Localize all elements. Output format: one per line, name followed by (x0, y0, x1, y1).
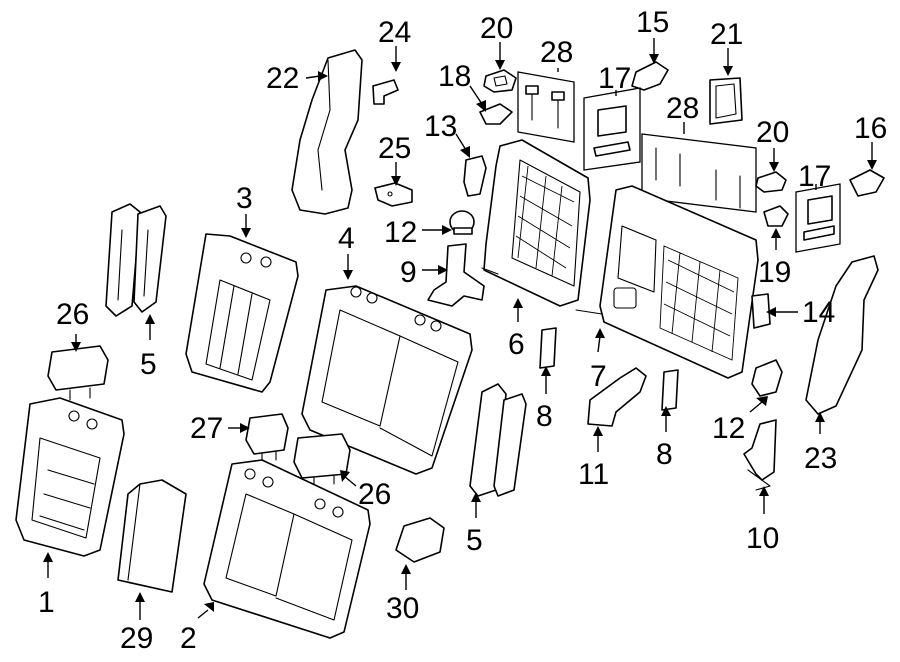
callout-30: 30 (386, 592, 419, 625)
callout-12-lower: 12 (712, 412, 745, 445)
callout-13: 13 (424, 110, 457, 143)
part-18-clip (479, 103, 513, 125)
part-26-headrest-a (47, 345, 109, 401)
callout-20-right: 20 (756, 116, 789, 149)
part-10-bracket (743, 419, 777, 491)
callout-9: 9 (400, 256, 417, 289)
part-19-clip (763, 205, 789, 227)
callout-21: 21 (710, 18, 743, 51)
part-5-bolster-b (469, 383, 527, 497)
part-13-bracket (463, 155, 487, 197)
part-11-hinge (587, 367, 647, 427)
callout-20-top: 20 (480, 12, 513, 45)
part-8-bracket-a (539, 327, 557, 369)
callout-2: 2 (180, 622, 197, 655)
callout-25: 25 (378, 132, 411, 165)
callout-26-right: 26 (358, 478, 391, 511)
callout-8-right: 8 (656, 438, 673, 471)
callout-11: 11 (578, 458, 609, 491)
callout-12-upper: 12 (384, 216, 417, 249)
part-29-armrest (117, 479, 187, 593)
callout-15: 15 (636, 6, 669, 39)
part-6-seatback-frame (481, 139, 591, 307)
callout-24: 24 (378, 16, 411, 49)
callout-28-left: 28 (540, 36, 573, 69)
part-7-seatback-frame (575, 185, 759, 379)
callout-23: 23 (804, 442, 837, 475)
part-3-seatback (185, 233, 299, 393)
part-15-bracket (631, 61, 669, 91)
part-30-latch (395, 517, 445, 563)
part-20-clip-b (755, 171, 787, 193)
callout-17-right: 17 (798, 160, 831, 193)
part-27-headrest (245, 413, 289, 463)
part-8-bracket-b (661, 369, 679, 411)
part-17-latch-a (583, 87, 641, 171)
part-24-bracket (372, 79, 399, 105)
part-14-clip (751, 293, 771, 329)
callout-1: 1 (38, 586, 55, 619)
callout-5-right: 5 (466, 524, 483, 557)
part-22-side-trim (291, 49, 363, 215)
callout-7: 7 (590, 360, 607, 393)
part-16-bracket (849, 169, 885, 197)
callout-22: 22 (266, 62, 299, 95)
part-9-mount (427, 243, 485, 307)
callout-17-left: 17 (598, 62, 631, 95)
callout-19: 19 (758, 256, 791, 289)
part-17-latch-b (795, 183, 841, 253)
callout-16: 16 (854, 112, 887, 145)
callout-28-right: 28 (666, 92, 699, 125)
callout-10: 10 (746, 522, 779, 555)
part-21-pad (709, 77, 743, 125)
part-2-seat-cushion (203, 459, 371, 639)
part-25-bracket (374, 182, 413, 207)
callout-8-left: 8 (536, 400, 553, 433)
callout-5-left: 5 (140, 348, 157, 381)
callout-6: 6 (508, 328, 525, 361)
part-28-bolts-a (517, 71, 575, 143)
part-23-side-trim (805, 255, 879, 415)
part-5-bolster-a (105, 203, 167, 317)
leader-lines (43, 38, 877, 620)
callout-3: 3 (236, 182, 253, 215)
callout-4: 4 (338, 222, 355, 255)
callout-27: 27 (190, 412, 223, 445)
callout-14: 14 (802, 296, 835, 329)
part-12-knob-a (449, 210, 475, 235)
part-1-seatback (15, 397, 125, 557)
part-28-bolts-b (641, 133, 757, 213)
part-12-knob-b (751, 359, 783, 397)
callout-labels: 1 2 3 4 5 5 6 7 8 8 9 10 11 12 12 13 14 … (38, 6, 887, 655)
part-4-seatback-wide (301, 285, 473, 475)
part-20-clip-a (483, 69, 517, 93)
callout-29: 29 (120, 622, 153, 655)
callout-18: 18 (438, 60, 471, 93)
callout-26-left: 26 (56, 298, 89, 331)
